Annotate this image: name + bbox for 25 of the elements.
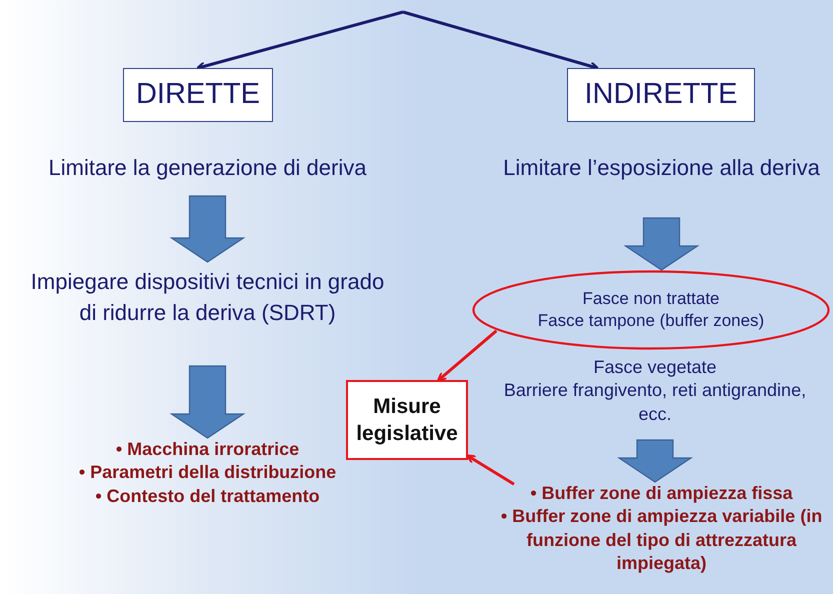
strip-text: Barriere frangivento, reti antigrandine, ecc. [502,379,808,426]
strip-text: Fasce vegetate [593,356,717,379]
category-box [567,68,755,122]
arrow [436,330,498,382]
bullet-item: • Parametri della distribuzione [78,461,336,484]
strip-text: Fasce non trattate [582,288,720,310]
description-text: Limitare la generazione di deriva [48,154,366,182]
category-label: DIRETTE [136,77,260,112]
arrow [402,10,600,71]
bullet-item: • Macchina irroratrice [116,438,300,461]
bullet-item: • Buffer zone di ampiezza fissa [530,482,793,505]
description-text: Limitare l’esposizione alla deriva [503,154,820,182]
block-arrow [617,439,693,483]
block-arrow [170,195,246,263]
measure-box [346,380,468,460]
description-text: Impiegare dispositivi tecnici in grado di ridurre la deriva (SDRT) [30,268,385,328]
bullet-item: • Contesto del trattamento [95,484,320,508]
category-box [123,68,273,122]
measure-label: Misure legislative [355,394,459,447]
bullet-item: • Buffer zone di ampiezza variabile (in funzione del tipo di attrezzatura impiegata) [500,505,824,576]
block-arrow [170,365,246,439]
block-arrow [624,217,700,271]
arrow [466,454,515,486]
strip-text: Fasce tampone (buffer zones) [538,310,764,332]
category-label: INDIRETTE [584,77,738,112]
